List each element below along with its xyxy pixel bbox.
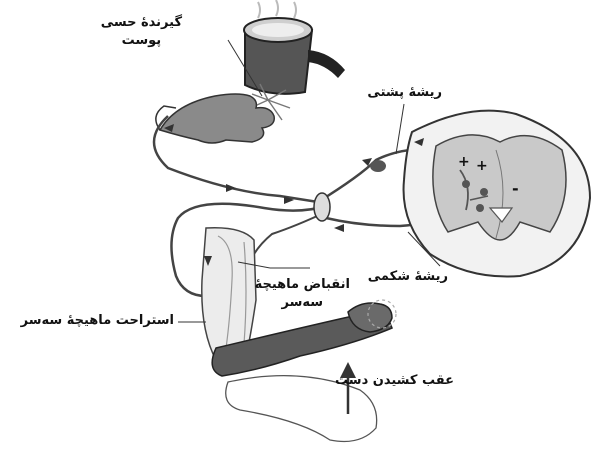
hot-pot <box>244 0 345 94</box>
dorsal-root-ganglion <box>370 160 386 172</box>
label-biceps-contraction: انقباض ماهیچهٔ سه‌سر <box>255 276 350 312</box>
label-ventral-root: ریشهٔ شکمی <box>368 268 448 286</box>
label-skin-receptor: گیرندهٔ حسی پوست <box>101 14 182 50</box>
label-triceps-relaxation: استراحت ماهیچهٔ سه‌سر <box>21 312 174 330</box>
plus-sign-2: + <box>476 158 488 174</box>
label-withdrawal: عقب کشیدن دست <box>335 372 454 390</box>
signal-arrows <box>164 124 424 266</box>
arm <box>202 228 392 442</box>
label-skin-receptor-line1: گیرندهٔ حسی <box>101 14 182 32</box>
label-biceps-contraction-line1: انقباض ماهیچهٔ <box>255 276 350 294</box>
spinal-cord <box>404 111 590 277</box>
label-biceps-contraction-line2: سه‌سر <box>255 294 350 312</box>
hand-on-pot <box>160 94 274 143</box>
label-dorsal-root: ریشهٔ پشتی <box>367 84 442 102</box>
minus-sign: - <box>512 179 519 198</box>
plus-sign-1: + <box>458 154 470 170</box>
label-skin-receptor-line2: پوست <box>101 32 182 50</box>
